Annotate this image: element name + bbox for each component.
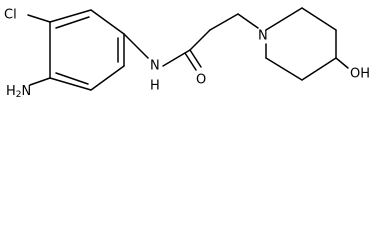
bond-ring-to-nh (123, 33, 149, 59)
bond-c-cl (27, 14, 51, 23)
bond-nh-to-carbonyl (162, 49, 191, 67)
atom-amide-n-label: N (150, 59, 160, 74)
atom-nh2-n: N (22, 84, 32, 99)
benzene-ring (49, 9, 125, 91)
bond-carbonyl-to-ch2a (189, 29, 211, 51)
atom-hydroxyl-label: OH (350, 67, 370, 82)
atom-nh2-label: H2N (6, 84, 31, 100)
bond-carbonyl-co-1 (189, 49, 202, 68)
bond-pip-c4-c5 (301, 57, 337, 81)
bond-carbonyl-co-2 (184, 52, 197, 71)
bond-ring-inner-1 (55, 16, 90, 29)
bond-c-nh2 (29, 77, 51, 86)
piperidine-ring (265, 7, 337, 81)
bond-ch2b-to-n (237, 13, 259, 29)
atom-carbonyl-o-label: O (196, 73, 206, 88)
atom-cl-label: Cl (4, 8, 17, 23)
bond-c-oh (335, 57, 349, 69)
bond-pip-c5-c6 (265, 57, 303, 81)
bond-ch2a-to-ch2b (209, 13, 239, 31)
bond-ring-c5-c6 (49, 77, 92, 91)
bond-ring-c2-c3 (90, 9, 125, 35)
bond-pip-c2-c3 (301, 7, 337, 31)
bond-pip-n-c2 (265, 7, 303, 31)
bond-ring-c4-c5 (90, 65, 125, 91)
bond-ring-c1-c2 (49, 9, 92, 23)
atom-nh2-h: H (6, 84, 16, 99)
bond-ring-inner-3 (55, 72, 89, 85)
atom-amide-h-label: H (150, 79, 160, 94)
atom-nh2-subscript: 2 (16, 90, 22, 100)
molecule-structure: Cl H2N N H O N OH (4, 7, 370, 100)
atom-piperidine-n-label: N (258, 29, 268, 44)
